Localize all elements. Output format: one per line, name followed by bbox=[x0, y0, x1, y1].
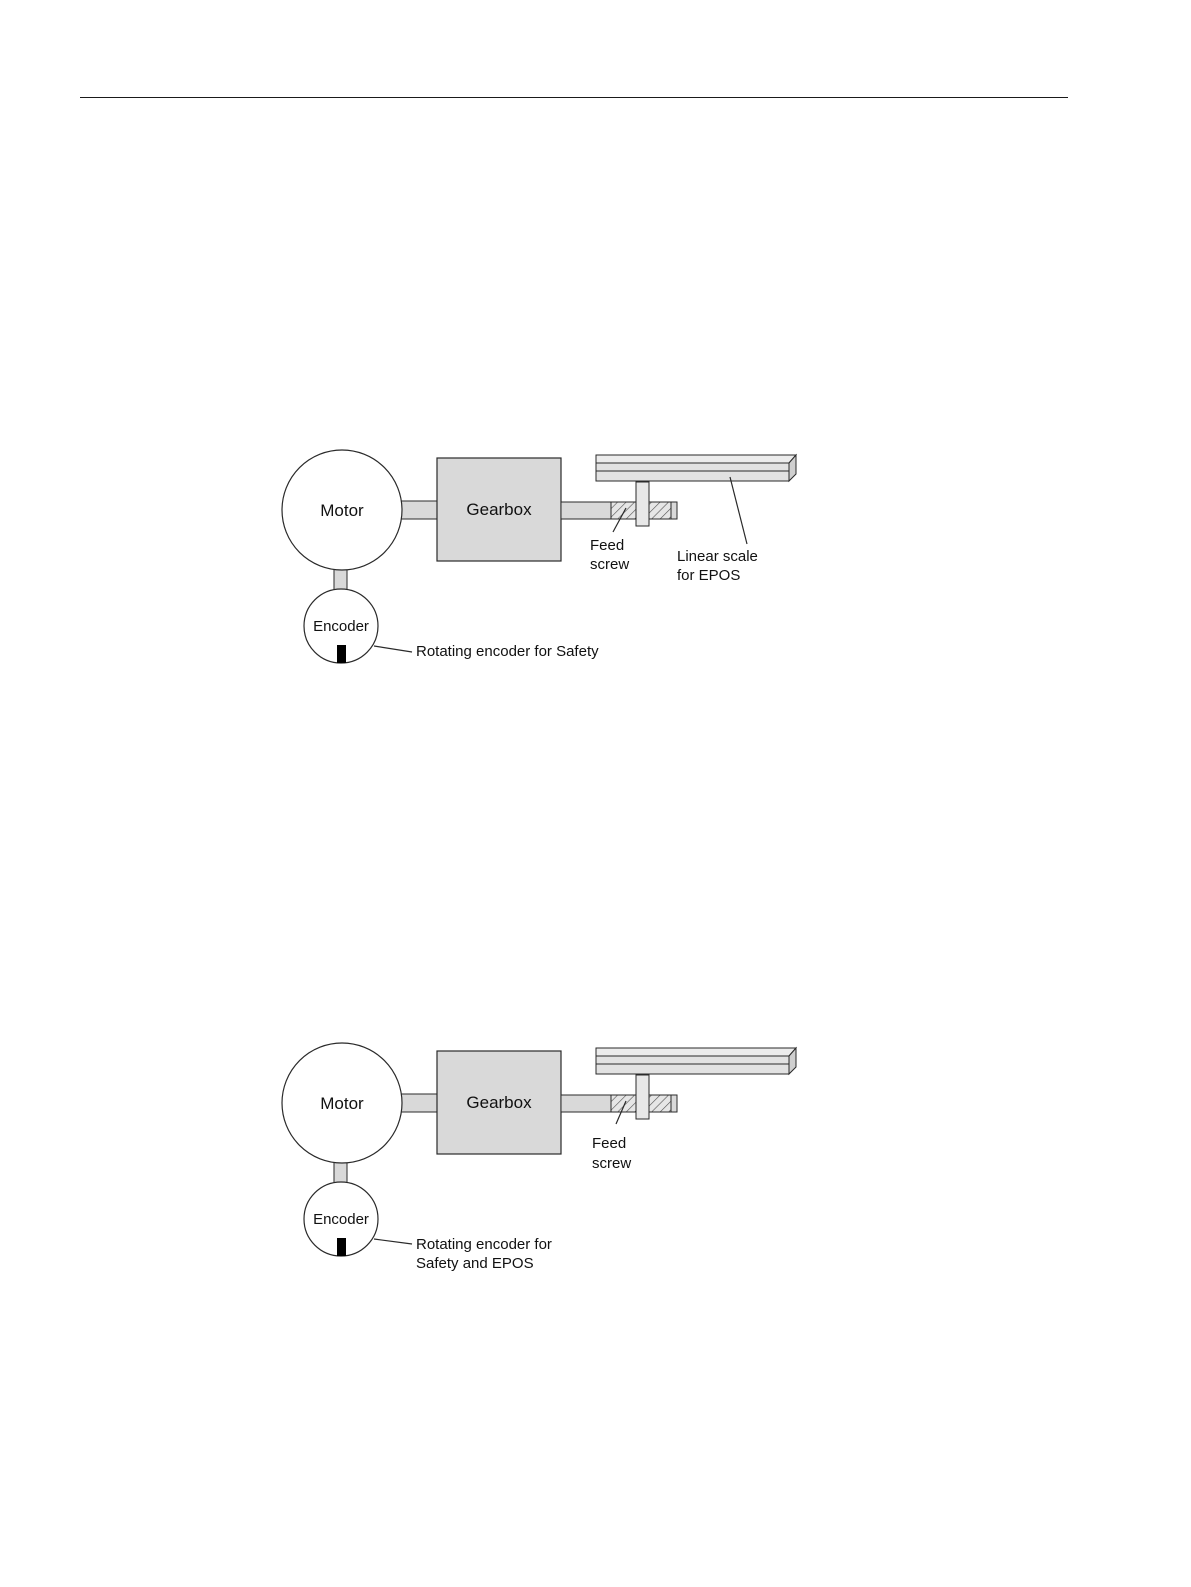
carriage-nut bbox=[636, 1075, 649, 1119]
encoder-leader bbox=[374, 646, 412, 652]
linear-scale-label-2: for EPOS bbox=[677, 567, 740, 584]
drive-diagram-2: Motor Gearbox Feed screw Encoder Rotatin… bbox=[250, 1038, 830, 1288]
linear-scale-label-1: Linear scale bbox=[677, 548, 758, 565]
rail-top bbox=[596, 455, 796, 463]
encoder-label: Encoder bbox=[313, 1211, 369, 1228]
feed-screw-label-1: Feed bbox=[592, 1135, 626, 1152]
encoder-marker bbox=[337, 1238, 346, 1256]
figure-rotary-encoder-setup: Motor Gearbox Feed screw Encoder Rotatin… bbox=[250, 1038, 830, 1288]
motor-shaft bbox=[398, 1094, 438, 1112]
rail-upper bbox=[596, 1056, 789, 1064]
feed-screw-label-1: Feed bbox=[590, 537, 624, 554]
motor-label: Motor bbox=[320, 1094, 364, 1113]
figure-linear-scale-setup: Motor Gearbox Feed screw Linear scale fo… bbox=[250, 445, 830, 695]
encoder-shaft bbox=[334, 1162, 347, 1184]
linear-scale-leader bbox=[730, 477, 747, 544]
drive-diagram-1: Motor Gearbox Feed screw Linear scale fo… bbox=[250, 445, 830, 695]
encoder-label: Encoder bbox=[313, 618, 369, 635]
encoder-callout-1: Rotating encoder for Safety bbox=[416, 643, 599, 660]
motor-shaft bbox=[398, 501, 438, 519]
gearbox-label: Gearbox bbox=[466, 1093, 532, 1112]
encoder-marker bbox=[337, 645, 346, 663]
encoder-callout-1: Rotating encoder for bbox=[416, 1236, 552, 1253]
header-rule bbox=[80, 97, 1068, 98]
rail-lower bbox=[596, 1064, 789, 1074]
feed-screw-end bbox=[671, 502, 677, 519]
encoder-callout-2: Safety and EPOS bbox=[416, 1255, 534, 1272]
output-shaft bbox=[561, 502, 611, 519]
encoder-leader bbox=[374, 1239, 412, 1244]
output-shaft bbox=[561, 1095, 611, 1112]
rail-top bbox=[596, 1048, 796, 1056]
carriage-nut bbox=[636, 482, 649, 526]
motor-label: Motor bbox=[320, 501, 364, 520]
gearbox-label: Gearbox bbox=[466, 500, 532, 519]
feed-screw-label-2: screw bbox=[592, 1155, 631, 1172]
feed-screw-end bbox=[671, 1095, 677, 1112]
feed-screw-label-2: screw bbox=[590, 556, 629, 573]
rail-upper bbox=[596, 463, 789, 471]
encoder-shaft bbox=[334, 569, 347, 591]
linear-scale bbox=[596, 471, 789, 481]
